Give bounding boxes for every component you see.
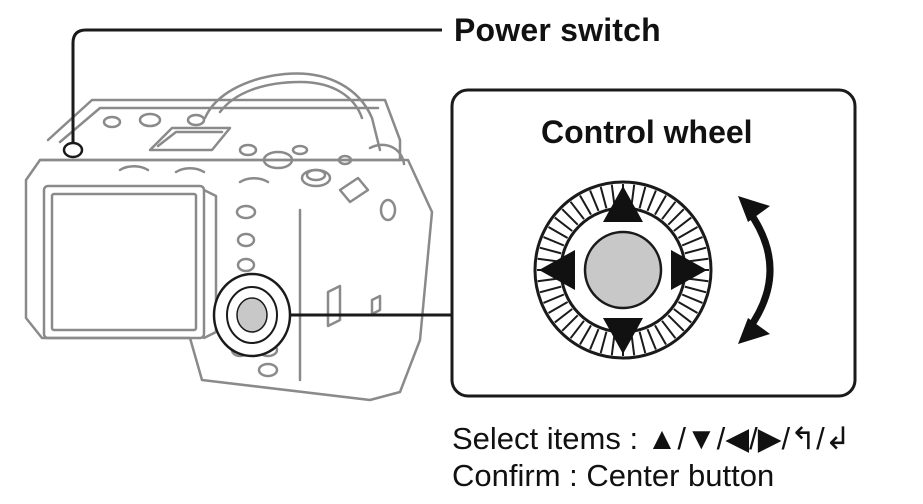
grip-tick: [681, 236, 703, 247]
arrow-down-icon: [603, 318, 643, 354]
grip-tick: [681, 293, 703, 304]
grip-tick: [684, 246, 707, 255]
grip-tick: [543, 293, 565, 304]
grip-tick: [554, 216, 573, 232]
grip-tick: [677, 301, 698, 314]
grip-tick: [638, 331, 647, 354]
grip-tick: [654, 324, 667, 345]
camera-illustration: [24, 72, 434, 402]
grip-tick: [589, 190, 600, 212]
grip-tick: [569, 320, 585, 339]
grip-tick: [673, 308, 692, 324]
camera-control-wheel: [212, 272, 292, 358]
select-items-line: Select items : ▲/▼/◀/▶/↰/↲: [452, 421, 851, 456]
grip-tick: [599, 331, 608, 354]
grip-tick: [661, 201, 677, 220]
grip-tick: [638, 186, 647, 209]
grip-tick: [599, 186, 608, 209]
grip-tick: [554, 308, 573, 324]
power-switch-marker: [62, 141, 84, 159]
grip-tick: [569, 201, 585, 220]
rotate-arrow-icon: [738, 196, 774, 344]
grip-tick: [539, 285, 562, 294]
grip-tick: [548, 226, 569, 239]
grip-tick: [561, 208, 579, 226]
grip-tick: [654, 195, 667, 216]
grip-tick: [673, 216, 692, 232]
grip-tick: [543, 236, 565, 247]
grip-tick: [548, 301, 569, 314]
caption: Select items : ▲/▼/◀/▶/↰/↲ Confirm : Cen…: [452, 420, 851, 494]
grip-tick: [646, 190, 657, 212]
grip-tick: [579, 324, 592, 345]
grip-tick: [561, 314, 579, 332]
center-button: [583, 230, 663, 310]
grip-tick: [667, 314, 685, 332]
grip-tick: [579, 195, 592, 216]
arrow-left-icon: [539, 250, 575, 290]
control-wheel-title: Control wheel: [541, 114, 753, 150]
control-wheel: [533, 180, 713, 360]
grip-tick: [677, 226, 698, 239]
arrow-up-icon: [603, 186, 643, 222]
arrow-right-icon: [671, 250, 707, 290]
grip-tick: [661, 320, 677, 339]
grip-tick: [539, 246, 562, 255]
grip-tick: [646, 328, 657, 350]
power-switch-leader-line: [71, 28, 442, 143]
grip-tick: [684, 285, 707, 294]
power-switch-label: Power switch: [454, 12, 661, 48]
confirm-line: Confirm : Center button: [452, 458, 775, 493]
grip-tick: [667, 208, 685, 226]
grip-tick: [589, 328, 600, 350]
